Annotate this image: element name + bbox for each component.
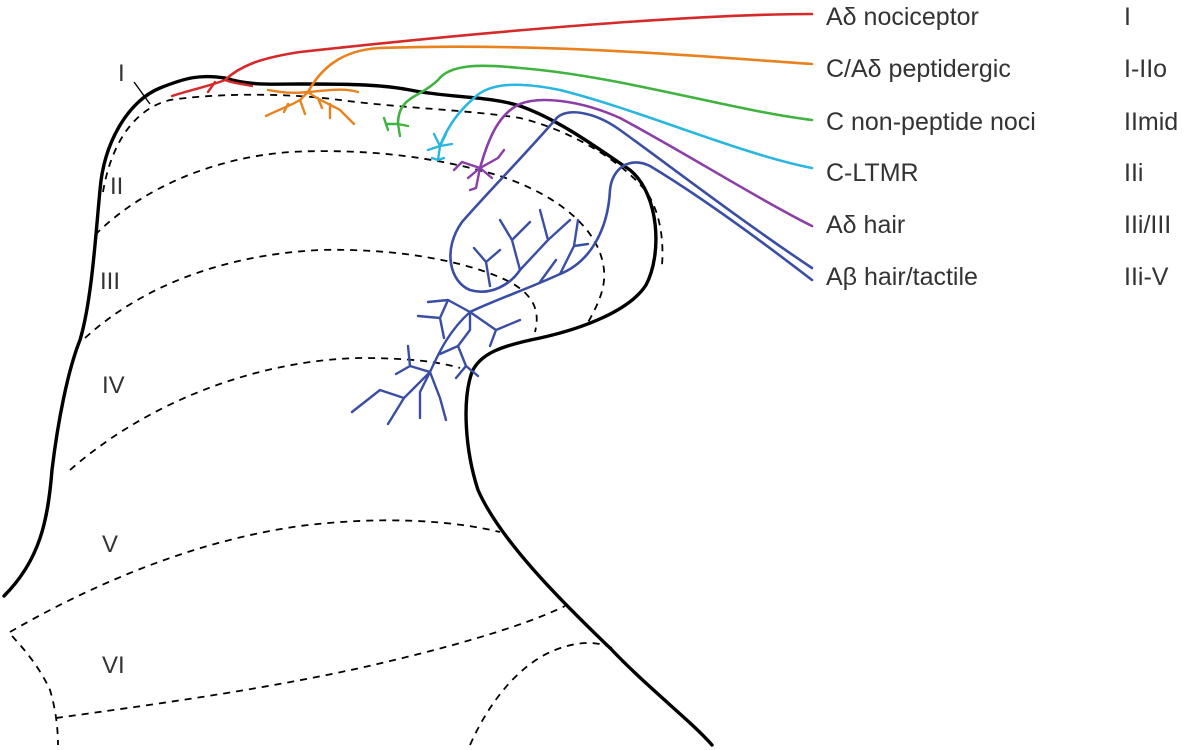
fiber-c-ad-peptidergic (264, 45, 814, 126)
fiber-labels: Aδ nociceptor C/Aδ peptidergic C non-pep… (826, 3, 1036, 291)
target-label-c-ltmr: IIi (1124, 159, 1143, 187)
lamina-label-i: I (118, 60, 125, 87)
fiber-ad-nociceptor (170, 12, 814, 98)
fiber-label-c-ltmr: C-LTMR (826, 159, 919, 187)
fiber-label-c-ad-peptidergic: C/Aδ peptidergic (826, 55, 1011, 83)
lamina-label-iii: III (100, 268, 120, 295)
boundary-iii-iv (84, 248, 538, 339)
target-labels: I I-IIo IImid IIi IIi/III IIi-V (1124, 3, 1178, 291)
target-label-ab-hair-tactile: IIi-V (1124, 263, 1169, 291)
dorsal-horn-outline (2, 74, 714, 747)
target-label-ad-nociceptor: I (1124, 3, 1131, 31)
fiber-c-non-peptide (382, 64, 814, 138)
fiber-ad-hair (452, 98, 814, 228)
lamina-label-iv: IV (102, 372, 125, 399)
lamina-label-vi: VI (102, 652, 125, 679)
lamina-i-leader (133, 81, 151, 105)
target-label-c-ad-peptidergic: I-IIo (1124, 55, 1167, 83)
boundary-vi-a (55, 605, 566, 719)
boundary-vi-b (469, 642, 613, 746)
lamina-label-ii: II (110, 173, 123, 200)
boundary-iv-v (69, 357, 461, 471)
target-label-c-non-peptide: IImid (1124, 108, 1178, 136)
fiber-label-ad-nociceptor: Aδ nociceptor (826, 3, 979, 31)
fiber-label-c-non-peptide: C non-peptide noci (826, 108, 1036, 136)
lamina-labels: I II III IV V VI (100, 60, 151, 679)
fiber-ab-hair-tactile (350, 111, 814, 426)
boundary-ii-iii (94, 150, 606, 327)
fiber-c-ltmr (426, 83, 814, 170)
boundary-vi-c (11, 635, 59, 746)
lamina-boundaries (9, 93, 664, 746)
lamina-label-v: V (102, 531, 118, 558)
target-label-ad-hair: IIi/III (1124, 211, 1171, 239)
boundary-i-ii (102, 93, 664, 266)
boundary-v-vi (9, 519, 501, 633)
fiber-label-ad-hair: Aδ hair (826, 211, 905, 239)
fiber-label-ab-hair-tactile: Aβ hair/tactile (826, 263, 978, 291)
